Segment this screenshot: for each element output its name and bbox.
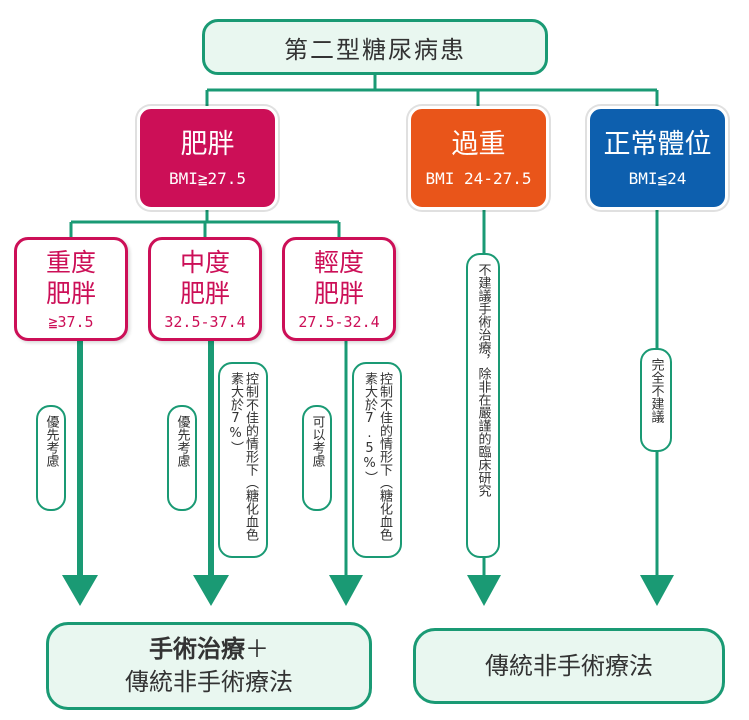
conventional-label: 傳統非手術療法 [485, 651, 653, 680]
overweight-arrowhead [467, 575, 501, 606]
surgery-plus-conventional-outcome: 手術治療＋ 傳統非手術療法 [46, 622, 372, 710]
normal-arrowhead [640, 575, 674, 606]
moderate-line1: 中度 [179, 248, 230, 277]
overweight-label: 過重 [451, 128, 506, 160]
normal-node: 正常體位 BMI≦24 [587, 106, 728, 210]
overweight-bmi: BMI 24-27.5 [425, 168, 532, 188]
mild-range: 27.5-32.4 [298, 313, 380, 331]
obese-node: 肥胖 BMI≧27.5 [137, 106, 278, 210]
severe-obese-node: 重度 肥胖 ≧37.5 [14, 237, 128, 341]
plus-sign: ＋ [245, 635, 269, 663]
mild-line1: 輕度 [313, 248, 364, 277]
overweight-note: 不建議手術治療，除非在嚴謹的臨床研究 [466, 253, 500, 558]
severe-line1: 重度 [45, 248, 96, 277]
moderate-obese-node: 中度 肥胖 32.5-37.4 [148, 237, 262, 341]
normal-note: 完全不建議 [640, 348, 672, 452]
normal-label: 正常體位 [603, 128, 712, 160]
moderate-line2: 肥胖 [179, 279, 230, 308]
overweight-node: 過重 BMI 24-27.5 [408, 106, 549, 210]
moderate-condition-note: 控制不佳的情形下（糖化血色素大於7%） [218, 362, 268, 558]
severe-arrowhead [62, 575, 98, 606]
root-label: 第二型糖尿病患 [284, 35, 466, 64]
normal-bmi: BMI≦24 [628, 168, 687, 188]
outcome-line2: 傳統非手術療法 [125, 668, 293, 696]
mild-condition-note: 控制不佳的情形下（糖化血色素大於7.5%） [352, 362, 402, 558]
moderate-range: 32.5-37.4 [164, 313, 246, 331]
moderate-arrowhead [193, 575, 229, 606]
conventional-outcome: 傳統非手術療法 [413, 628, 725, 704]
mild-consider-note: 可以考慮 [302, 405, 332, 511]
severe-priority-note: 優先考慮 [36, 405, 66, 511]
mild-obese-node: 輕度 肥胖 27.5-32.4 [282, 237, 396, 341]
mild-line2: 肥胖 [313, 279, 364, 308]
severe-line2: 肥胖 [45, 279, 96, 308]
root-node: 第二型糖尿病患 [202, 19, 548, 75]
mild-arrowhead [329, 575, 363, 606]
obese-label: 肥胖 [180, 128, 235, 160]
obese-bmi: BMI≧27.5 [168, 168, 247, 188]
outcome-line1: 手術治療＋ [149, 633, 269, 666]
moderate-priority-note: 優先考慮 [167, 405, 197, 511]
severe-range: ≧37.5 [48, 313, 94, 331]
surgery-label: 手術治療 [149, 635, 245, 663]
